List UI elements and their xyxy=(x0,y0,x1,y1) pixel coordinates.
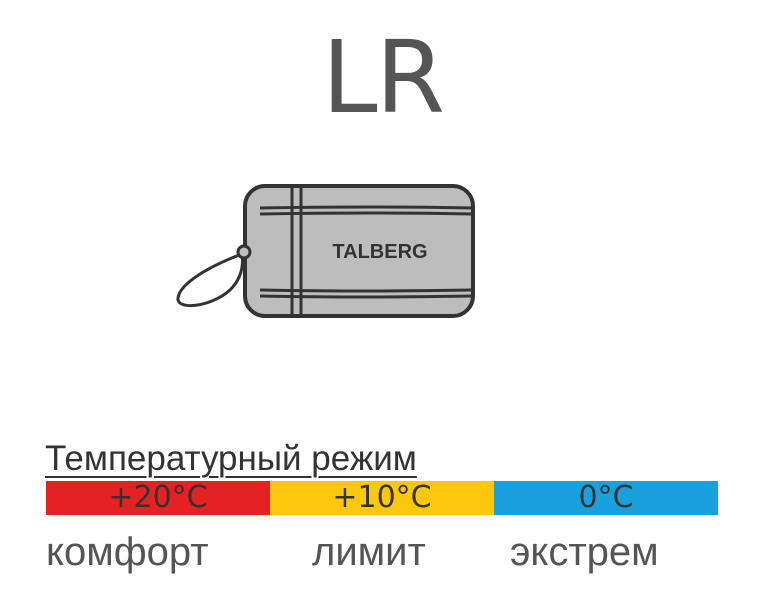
extreme-temperature-value: 0°C xyxy=(578,480,634,515)
limit-label: лимит xyxy=(312,530,426,574)
comfort-temperature-bar: +20°C xyxy=(46,481,270,515)
limit-temperature-bar: +10°C xyxy=(270,481,494,515)
extreme-temperature-bar: 0°C xyxy=(494,481,718,515)
temperature-title: Температурный режим xyxy=(45,439,417,478)
sleeping-bag-icon: TALBERG xyxy=(176,184,475,318)
brand-label: TALBERG xyxy=(332,241,427,263)
comfort-temperature-value: +20°C xyxy=(108,480,208,515)
comfort-label: комфорт xyxy=(46,530,209,574)
limit-temperature-value: +10°C xyxy=(332,480,432,515)
extreme-label: экстрем xyxy=(510,530,659,574)
model-code: LR xyxy=(321,19,445,136)
